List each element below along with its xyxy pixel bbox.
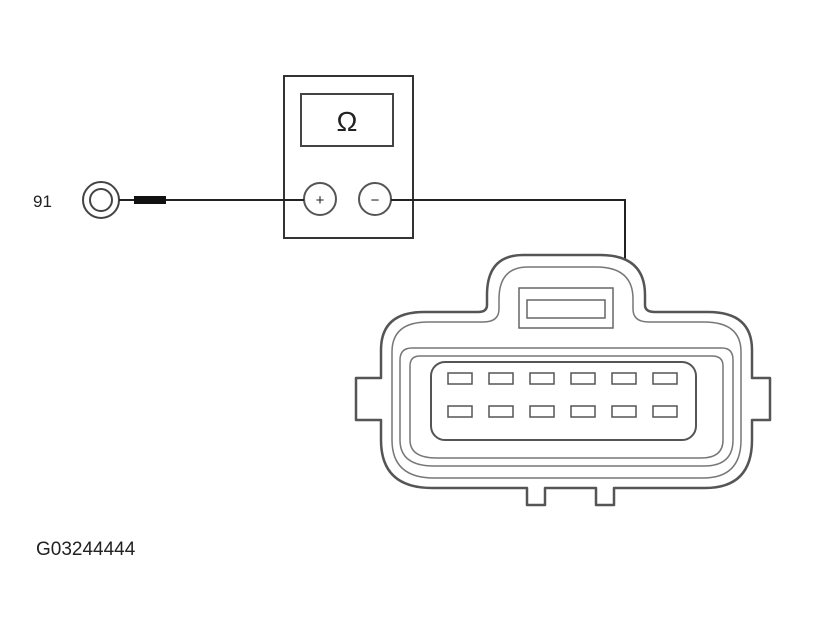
connector-pin-cavity: [447, 372, 473, 385]
connector-pin-cavity: [652, 405, 678, 418]
connector-pin-cavity: [488, 405, 514, 418]
connector-lock-tab-slot: [526, 299, 606, 319]
ground-point: 91: [33, 181, 120, 219]
connector-pin-cavity: [529, 405, 555, 418]
ground-point-label: 91: [33, 192, 52, 211]
connector-inner-contour: [391, 266, 742, 479]
figure-code: G03244444: [36, 539, 136, 560]
connector-pin-cavity: [488, 372, 514, 385]
connector-pin-cavity: [611, 405, 637, 418]
positive-probe-tip-icon: [134, 196, 166, 204]
ground-ring-inner-icon: [89, 188, 113, 212]
harness-connector: [354, 253, 772, 507]
connector-pin-cavity: [652, 372, 678, 385]
negative-terminal-label: −: [371, 192, 380, 209]
connector-inner-contour: [409, 355, 724, 459]
connector-pins: [447, 372, 678, 418]
connector-pin-cavity: [529, 372, 555, 385]
connector-pin-cavity: [570, 372, 596, 385]
positive-lead: [119, 196, 304, 204]
ohm-symbol: Ω: [337, 106, 358, 137]
ohmmeter: Ω + −: [283, 75, 414, 239]
connector-pin-cavity: [611, 372, 637, 385]
connector-pin-cavity: [447, 405, 473, 418]
connector-inner-contour: [399, 347, 734, 467]
ohmmeter-display: [300, 93, 394, 147]
positive-terminal-label: +: [316, 192, 325, 209]
connector-pin-cavity: [570, 405, 596, 418]
